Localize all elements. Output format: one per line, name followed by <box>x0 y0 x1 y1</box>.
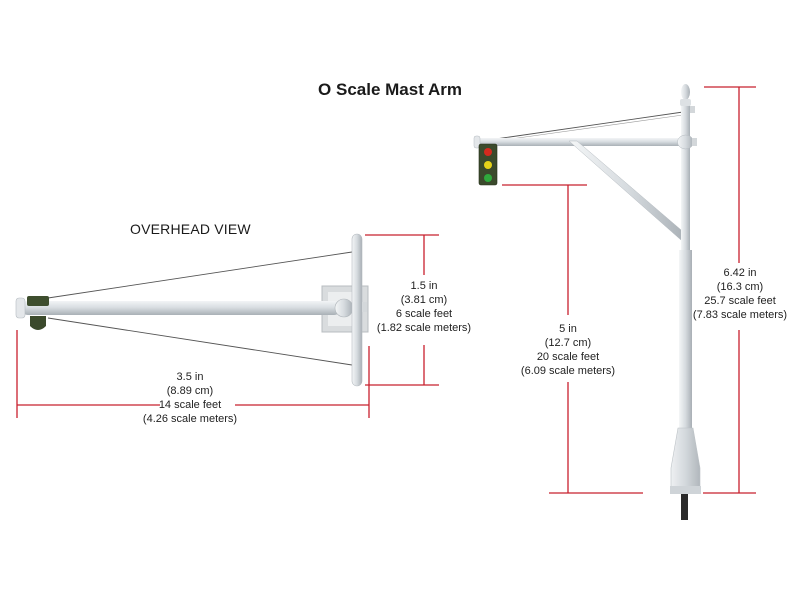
signal-visor <box>30 316 46 330</box>
base-width-cm: (3.81 cm) <box>400 294 448 306</box>
overhead-view-drawing <box>15 233 369 387</box>
pole-finial <box>681 84 690 100</box>
arm-clamp <box>677 134 694 150</box>
arm-length-scale-meters: (4.26 scale meters) <box>142 413 238 425</box>
side-view-drawing <box>473 84 701 520</box>
arm-length-cm: (8.89 cm) <box>166 385 214 397</box>
pole-crossbar-top-view <box>351 233 363 387</box>
diagonal-brace <box>568 140 688 241</box>
total-height-label: 6.42 in (16.3 cm) 25.7 scale feet (7.83 … <box>680 266 800 322</box>
clearance-cm: (12.7 cm) <box>544 337 592 349</box>
tie-wire-side <box>481 110 691 142</box>
arm-length-scale-feet: 14 scale feet <box>158 399 222 411</box>
side-dimension-lines <box>502 86 756 494</box>
signal-green-light <box>484 174 492 182</box>
base-foot <box>670 486 701 494</box>
pole-base <box>670 427 701 491</box>
signal-housing-top-view <box>27 296 49 306</box>
tie-wire-lower <box>47 317 353 366</box>
bracket-stub <box>362 302 367 312</box>
base-width-label: 1.5 in (3.81 cm) 6 scale feet (1.82 scal… <box>364 279 484 335</box>
clearance-scale-feet: 20 scale feet <box>536 351 600 363</box>
base-width-inches: 1.5 in <box>410 280 438 292</box>
pole-lower-shaft <box>679 250 692 430</box>
diagram-title: O Scale Mast Arm <box>0 80 800 100</box>
height-scale-meters: (7.83 scale meters) <box>692 309 788 321</box>
title-text: O Scale Mast Arm <box>318 80 462 99</box>
base-width-scale-meters: (1.82 scale meters) <box>376 322 472 334</box>
overhead-view-label: OVERHEAD VIEW <box>130 221 251 237</box>
wire-bracket <box>690 106 695 113</box>
mounting-pin <box>681 494 688 520</box>
tie-wire-upper <box>47 251 353 299</box>
height-cm: (16.3 cm) <box>716 281 764 293</box>
arm-length-label: 3.5 in (8.89 cm) 14 scale feet (4.26 sca… <box>120 370 260 426</box>
arm-top-view <box>22 301 340 315</box>
signal-clearance-label: 5 in (12.7 cm) 20 scale feet (6.09 scale… <box>508 322 628 378</box>
mast-arm-end-cap <box>473 135 481 149</box>
clearance-inches: 5 in <box>559 323 577 335</box>
finial-collar <box>680 99 691 106</box>
arm-joint <box>334 298 354 318</box>
clearance-scale-meters: (6.09 scale meters) <box>520 365 616 377</box>
overhead-dimension-lines <box>16 234 439 418</box>
height-inches: 6.42 in <box>723 267 757 279</box>
arm-length-inches: 3.5 in <box>176 371 204 383</box>
base-width-scale-feet: 6 scale feet <box>395 308 453 320</box>
signal-red-light <box>484 148 492 156</box>
mast-arm <box>476 138 688 146</box>
height-scale-feet: 25.7 scale feet <box>704 295 776 307</box>
clamp-stub <box>692 138 697 146</box>
signal-yellow-light <box>484 161 492 169</box>
arm-end-cap <box>15 297 26 319</box>
